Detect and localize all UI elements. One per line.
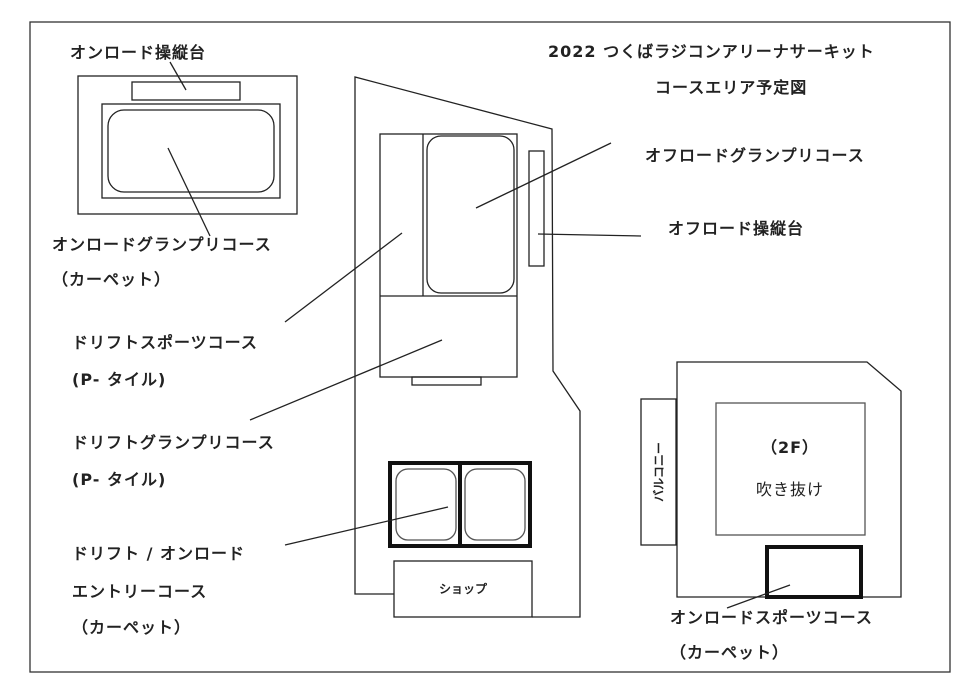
second-floor-area xyxy=(640,361,902,609)
atrium-box xyxy=(715,402,866,536)
label-onroad-gp-surface: （カーペット） xyxy=(52,270,171,289)
label-onroad-operator: オンロード操縦台 xyxy=(70,43,206,62)
label-drift-gp: ドリフトグランプリコース xyxy=(72,433,275,452)
label-onroad-sports: オンロードスポーツコース xyxy=(670,608,873,627)
label-offroad-gp: オフロードグランプリコース xyxy=(645,146,865,165)
label-entry-line1: ドリフト / オンロード xyxy=(72,544,245,563)
label-drift-sports: ドリフトスポーツコース xyxy=(72,333,258,352)
label-offroad-operator: オフロード操縦台 xyxy=(668,219,804,238)
label-entry-line2: エントリーコース xyxy=(72,582,207,601)
title-line2: コースエリア予定図 xyxy=(655,78,807,97)
label-entry-surface: （カーペット） xyxy=(72,618,191,637)
label-balcony: バルコニー xyxy=(652,442,666,502)
title-line1: 2022 つくばラジコンアリーナサーキット xyxy=(548,42,875,61)
onroad-sports-box xyxy=(765,545,863,599)
onroad-operator-stand xyxy=(131,81,241,101)
label-onroad-gp: オンロードグランプリコース xyxy=(52,235,272,254)
label-drift-gp-surface: (P- タイル) xyxy=(72,470,166,489)
offroad-operator-stand xyxy=(528,150,545,267)
onroad-gp-track xyxy=(107,109,275,193)
offroad-gp-track xyxy=(426,135,515,294)
label-atrium: 吹き抜け xyxy=(756,480,824,499)
label-floor: （2F） xyxy=(761,438,819,457)
label-shop: ショップ xyxy=(439,581,488,596)
main-building xyxy=(249,76,642,618)
onroad-gp-area xyxy=(77,61,298,237)
balcony-box xyxy=(640,398,677,546)
label-drift-sports-surface: (P- タイル) xyxy=(72,370,166,389)
shop-box xyxy=(393,560,533,618)
outer-frame xyxy=(29,21,951,673)
label-onroad-sports-surface: （カーペット） xyxy=(670,643,789,662)
